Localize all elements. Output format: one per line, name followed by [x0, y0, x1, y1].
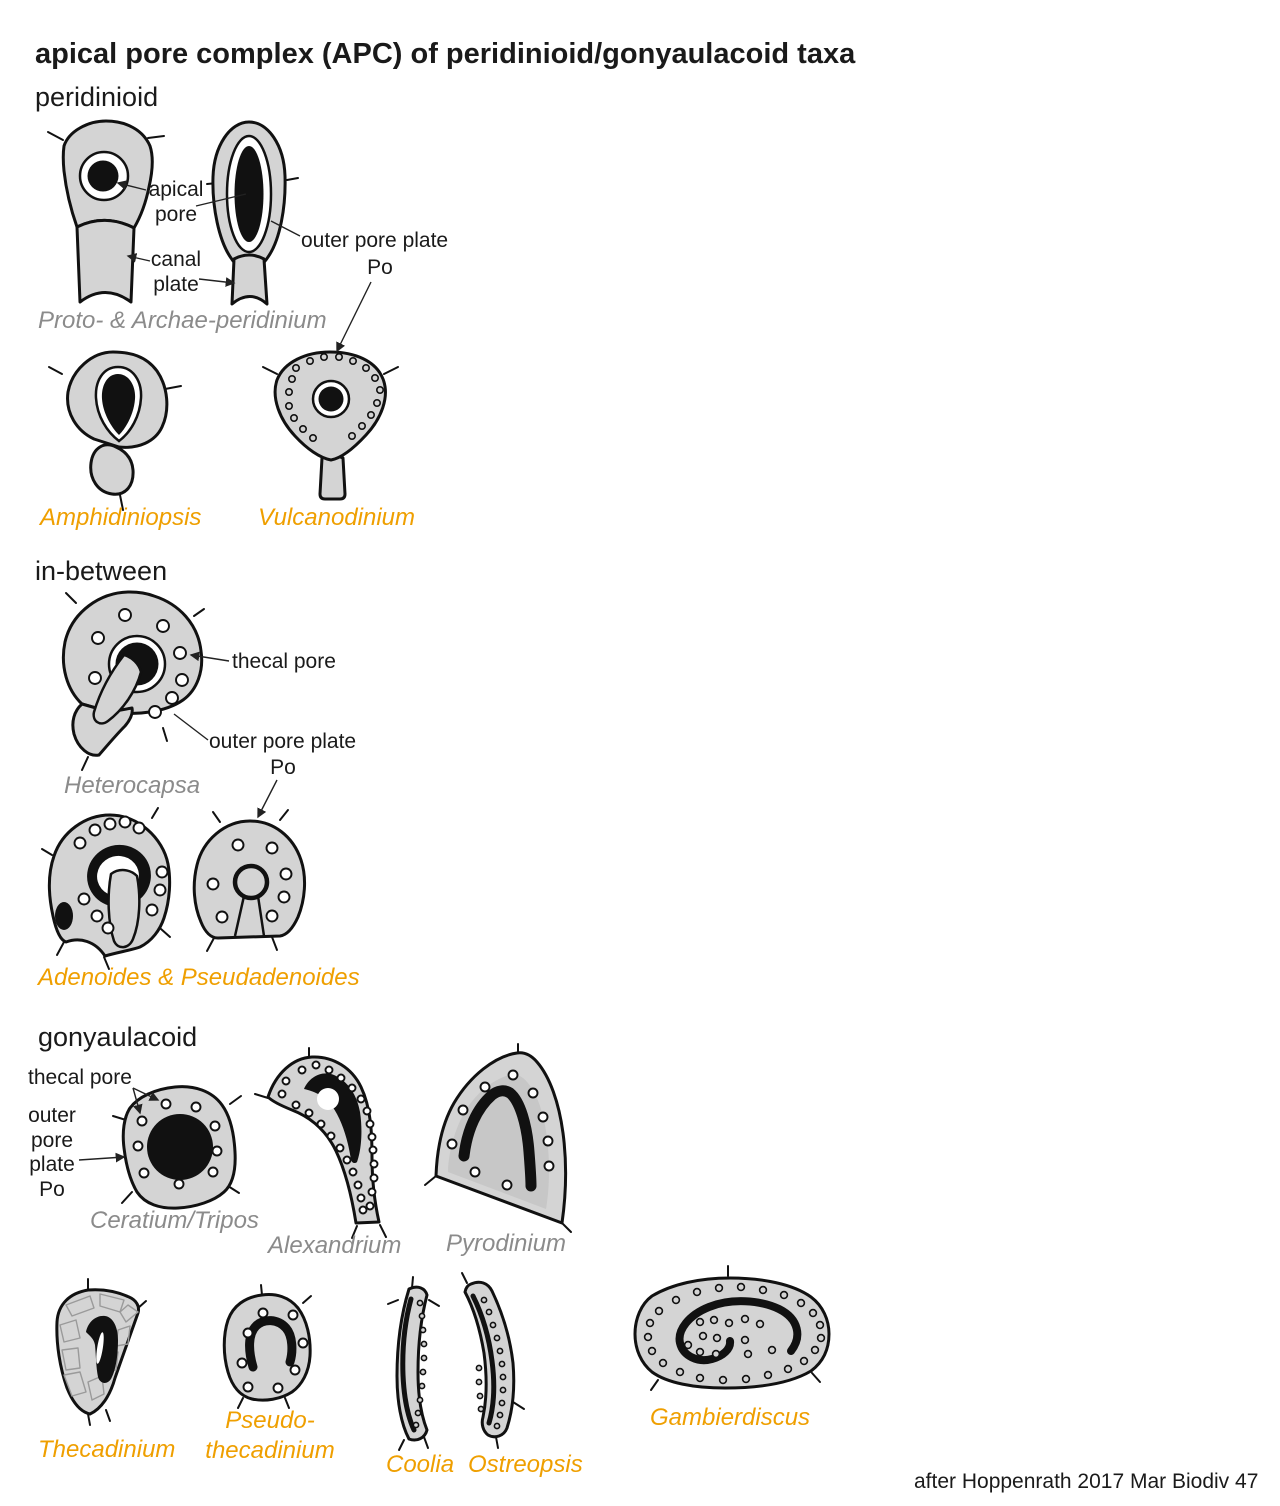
- taxon-label-proto-archaeperidinium: Proto- & Archae-peridinium: [38, 307, 327, 334]
- thecadinium-figure: [55, 1278, 147, 1426]
- alexandrium-thecal-pores: [277, 1060, 379, 1215]
- taxon-label-ceratium-tripos: Ceratium/Tripos: [90, 1207, 259, 1234]
- section-heading-peridinioid: peridinioid: [35, 82, 159, 112]
- proto-archaeperidinium-right-figure: [206, 120, 299, 306]
- coolia-thecal-pores: [412, 1299, 428, 1429]
- pyrodinium-figure: [424, 1043, 572, 1233]
- page-title: apical pore complex (APC) of peridinioid…: [35, 38, 856, 70]
- apical-pore-label-line1: apical: [148, 178, 204, 201]
- pseudothecadinium-thecal-pores: [236, 1307, 309, 1394]
- taxon-label-ostreopsis: Ostreopsis: [468, 1451, 583, 1478]
- apical-pore-label: apical pore: [138, 177, 214, 227]
- thecal-pore-label-in-between: thecal pore: [232, 650, 336, 673]
- outer-pore-plate-line1: outer: [28, 1104, 76, 1127]
- ostreopsis-figure: [461, 1272, 525, 1449]
- coolia-figure: [387, 1276, 440, 1451]
- outer-pore-plate-line3: plate: [29, 1153, 75, 1176]
- heterocapsa-thecal-pores: [88, 608, 189, 719]
- heterocapsa-figure: [61, 590, 205, 771]
- taxon-label-gambierdiscus: Gambierdiscus: [650, 1404, 811, 1431]
- outer-pore-plate-label-peridinioid: outer pore plate: [301, 229, 449, 252]
- ostreopsis-thecal-pores: [475, 1296, 507, 1430]
- adenoides-thecal-pores: [73, 815, 169, 935]
- ceratium-thecal-pores: [132, 1098, 223, 1190]
- pyrodinium-thecal-pores: [446, 1069, 555, 1191]
- taxon-label-amphidiniopsis: Amphidiniopsis: [40, 504, 202, 531]
- canal-plate-label-line2: plate: [153, 273, 199, 296]
- vulcanodinium-thecal-pores: [284, 352, 384, 442]
- section-heading-in-between: in-between: [35, 556, 168, 586]
- gambierdiscus-thecal-pores: [643, 1282, 826, 1385]
- outer-pore-plate-line2: pore: [30, 1128, 74, 1152]
- amphidiniopsis-figure: [48, 350, 182, 511]
- pseudothecadinium-line2: thecadinium: [205, 1437, 335, 1464]
- section-heading-gonyaulacoid: gonyaulacoid: [38, 1022, 198, 1052]
- outer-pore-plate-label-in-between: outer pore plate: [209, 730, 357, 753]
- taxon-label-heterocapsa: Heterocapsa: [64, 772, 201, 799]
- canal-plate-label: canal plate: [138, 247, 214, 297]
- outer-pore-plate-line4-po: Po: [39, 1177, 65, 1201]
- proto-archaeperidinium-left-figure: [47, 119, 165, 304]
- taxon-label-vulcanodinium: Vulcanodinium: [258, 504, 415, 531]
- pseudadenoides-thecal-pores: [206, 838, 293, 924]
- pseudothecadinium-line1: Pseudo-: [225, 1407, 315, 1434]
- taxon-label-thecadinium: Thecadinium: [38, 1436, 176, 1463]
- taxon-label-pseudothecadinium: Pseudo- thecadinium: [200, 1406, 340, 1466]
- alexandrium-figure: [254, 1047, 387, 1239]
- leader-lines: [78, 180, 372, 1163]
- outer-pore-plate-label-gonyaulacoid: outer pore plate Po: [16, 1104, 88, 1202]
- taxon-label-pyrodinium: Pyrodinium: [446, 1230, 567, 1257]
- ceratium-tripos-figure: [112, 1085, 242, 1210]
- po-label-in-between: Po: [270, 756, 296, 779]
- pseudothecadinium-figure: [222, 1284, 312, 1409]
- adenoides-figure: [41, 807, 172, 970]
- attribution: after Hoppenrath 2017 Mar Biodiv 47: [914, 1470, 1259, 1493]
- vulcanodinium-figure: [262, 350, 399, 501]
- thecal-pore-label-gonyaulacoid: thecal pore: [28, 1066, 132, 1089]
- apical-pore-label-line2: pore: [154, 203, 198, 226]
- gambierdiscus-figure: [633, 1265, 831, 1391]
- canal-plate-label-line1: canal: [150, 248, 202, 271]
- taxon-label-adenoides: Adenoides & Pseudadenoides: [38, 964, 360, 991]
- po-label-peridinioid: Po: [367, 256, 393, 279]
- taxon-label-coolia: Coolia: [386, 1451, 455, 1478]
- taxon-label-alexandrium: Alexandrium: [268, 1232, 402, 1259]
- pseudadenoides-figure: [192, 809, 307, 952]
